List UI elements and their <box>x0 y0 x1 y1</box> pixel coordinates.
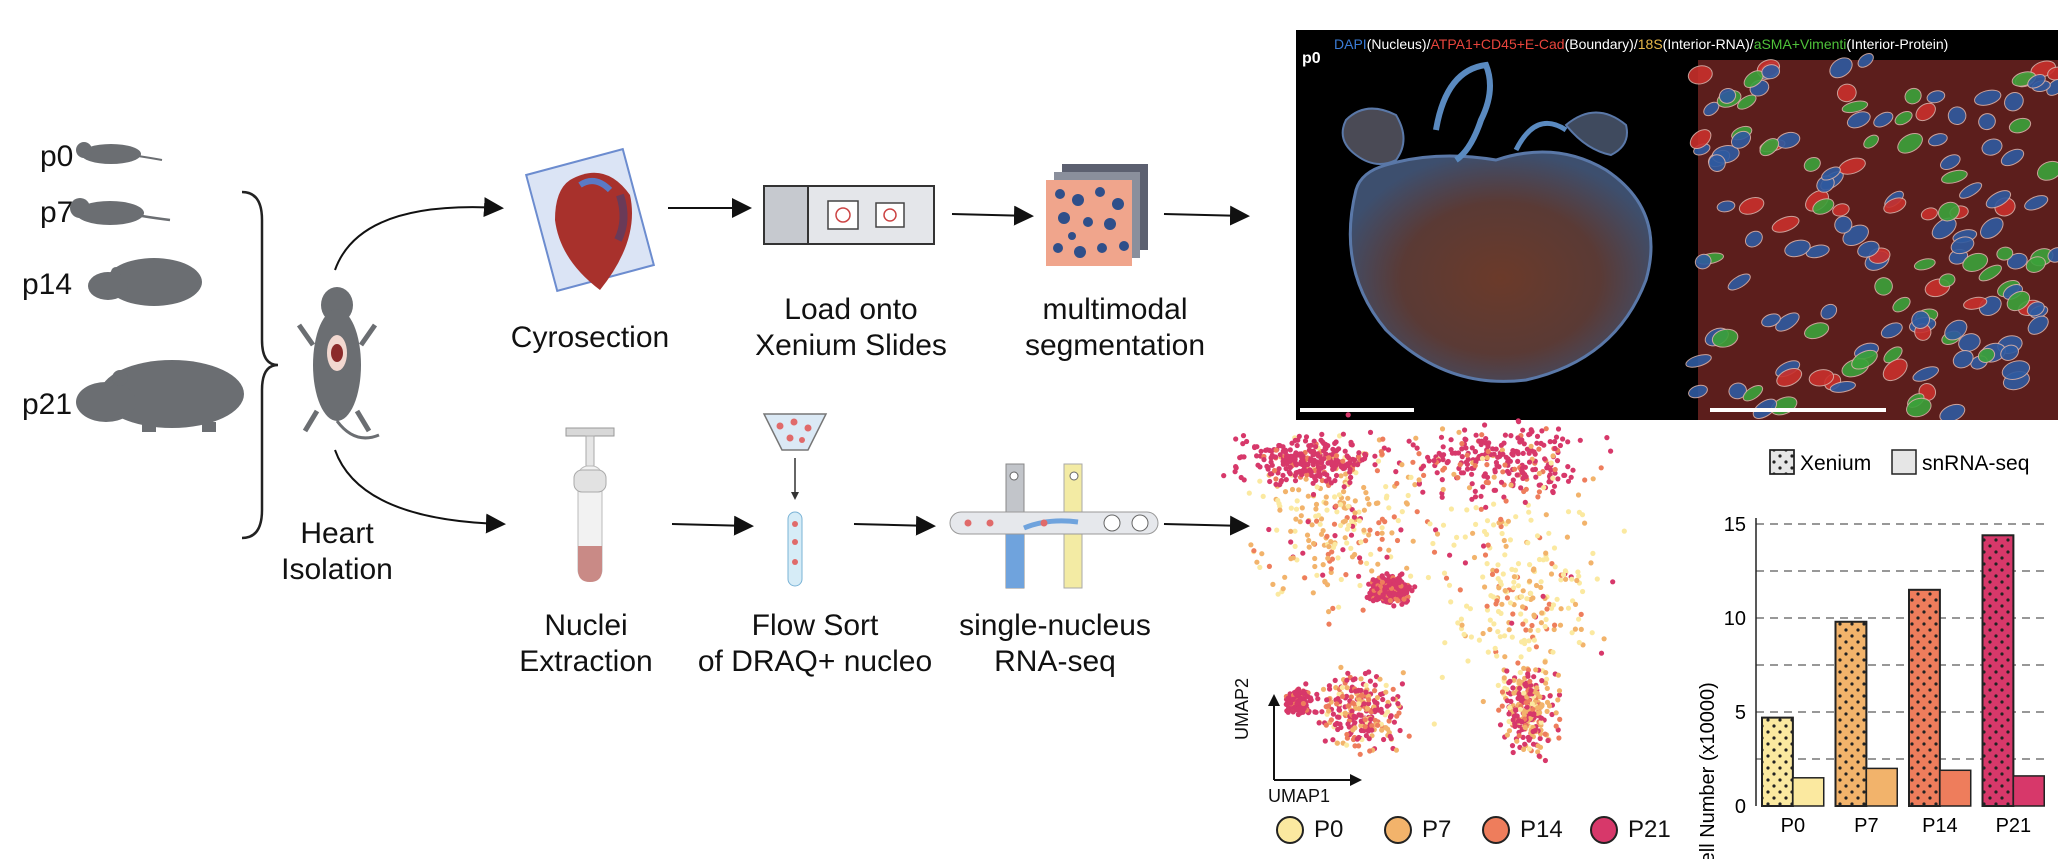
step-flow-sort-label: Flow Sort of DRAQ+ nucleo <box>690 608 940 680</box>
bar-pattern-p21 <box>1981 534 2015 807</box>
legend-swatch-snrna-seq <box>1891 449 1917 475</box>
bar-pattern-p0 <box>1761 716 1794 808</box>
age-label-p7: p7 <box>40 196 74 229</box>
step-load-xenium-label: Load onto Xenium Slides <box>746 292 956 364</box>
bar-snrna-seq-p14 <box>1939 769 1972 807</box>
umap-x-axis-label: UMAP1 <box>1268 786 1331 806</box>
step-cryosection-label: Cyrosection <box>500 320 680 356</box>
micrograph-caption: DAPI(Nucleus)/ATPA1+CD45+E-Cad(Boundary)… <box>1334 36 1948 52</box>
step-segmentation-label: multimodal segmentation <box>1010 292 1220 364</box>
x-tick-label: P14 <box>1922 815 1958 837</box>
bar-pattern-p14 <box>1908 588 1941 807</box>
step-flow-sort-line-2: of DRAQ+ nucleo <box>697 645 933 678</box>
umap-y-axis-label: UMAP2 <box>1232 677 1252 740</box>
step-snrnaseq-label: single-nucleus RNA-seq <box>950 608 1160 680</box>
bar-snrna-seq-p7 <box>1865 767 1898 807</box>
legend-swatch-p7 <box>1384 816 1412 844</box>
caption-part-2: ATPA1+CD45+E-Cad <box>1430 36 1565 52</box>
legend-label-p7: P7 <box>1422 816 1452 843</box>
mouse-p0-icon <box>76 142 163 164</box>
legend-label-p14: P14 <box>1520 816 1563 843</box>
micrograph-panel-label: p0 <box>1302 50 1321 67</box>
legend-swatch-p21 <box>1590 816 1618 844</box>
umap-legend-item-p0: P0 <box>1276 816 1343 844</box>
caption-part-1: (Nucleus)/ <box>1366 36 1431 52</box>
flow-sort-icon <box>762 413 828 587</box>
heart-isolation-line-2: Isolation <box>281 553 393 586</box>
step-snrnaseq-line-2: RNA-seq <box>994 645 1116 678</box>
legend-label-p0: P0 <box>1314 816 1344 843</box>
caption-part-4: 18S <box>1637 36 1663 52</box>
segmentation-stack-icon <box>1046 164 1148 266</box>
step-snrnaseq-line-1: single-nucleus <box>959 609 1151 642</box>
x-tick-label: P21 <box>1996 815 2032 837</box>
mouse-p7-icon <box>70 198 171 225</box>
mouse-p21-icon <box>76 360 244 432</box>
step-load-xenium-line-1: Load onto <box>784 293 918 326</box>
x-tick-label: P7 <box>1854 815 1878 837</box>
heart-isolation-label: Heart Isolation <box>272 516 402 588</box>
step-nuclei-extraction-label: Nuclei Extraction <box>496 608 676 680</box>
bar-snrna-seq-p21 <box>2012 775 2045 807</box>
mouse-p14-icon <box>88 258 202 306</box>
xenium-micrograph-panel: DAPI(Nucleus)/ATPA1+CD45+E-Cad(Boundary)… <box>1296 30 2058 420</box>
legend-label-p21: P21 <box>1628 816 1671 843</box>
caption-part-0: DAPI <box>1334 36 1367 52</box>
umap-legend-item-p14: P14 <box>1482 816 1563 844</box>
heart-isolation-line-1: Heart <box>300 517 374 550</box>
caption-part-5: (Interior-RNA)/ <box>1662 36 1754 52</box>
legend-label-xenium: Xenium <box>1800 452 1871 475</box>
umap-scatter-plot <box>1221 412 1627 786</box>
caption-part-6: aSMA+Vimenti <box>1753 36 1847 52</box>
step-flow-sort-line-1: Flow Sort <box>751 609 879 642</box>
age-label-p0: p0 <box>40 140 74 173</box>
legend-swatch-p14 <box>1482 816 1510 844</box>
bar-pattern-p7 <box>1834 620 1868 807</box>
legend-swatch-p0 <box>1276 816 1304 844</box>
caption-part-3: (Boundary)/ <box>1564 36 1638 52</box>
x-tick-label: P0 <box>1781 815 1805 837</box>
step-segmentation-line-2: segmentation <box>1024 329 1206 362</box>
legend-swatch-pattern <box>1769 449 1795 475</box>
bar-chart-y-axis-label: Cell Number (x10000) <box>1697 682 1719 859</box>
umap-legend-item-p7: P7 <box>1384 816 1451 844</box>
y-tick-label: 15 <box>1724 514 1746 536</box>
xenium-slide-icon <box>763 185 935 245</box>
y-tick-label: 5 <box>1735 702 1746 724</box>
tissue-overview-image <box>1300 61 1653 412</box>
grouping-brace <box>241 190 279 540</box>
tissue-zoom-image <box>1685 53 2058 420</box>
step-load-xenium-line-2: Xenium Slides <box>755 329 947 362</box>
umap-legend-item-p21: P21 <box>1590 816 1671 844</box>
step-nuclei-extraction-line-1: Nuclei <box>544 609 628 642</box>
legend-label-snrna-seq: snRNA-seq <box>1922 452 2029 475</box>
age-label-p14: p14 <box>22 268 73 301</box>
nuclei-extraction-tube-icon <box>565 427 615 582</box>
caption-part-7: (Interior-Protein) <box>1846 36 1949 52</box>
age-label-p21: p21 <box>22 388 73 421</box>
y-tick-label: 10 <box>1724 608 1746 630</box>
microfluidic-chip-icon <box>949 463 1159 589</box>
dissected-mouse-icon <box>296 287 380 440</box>
step-nuclei-extraction-line-2: Extraction <box>519 645 653 678</box>
step-segmentation-line-1: multimodal <box>1042 293 1188 326</box>
y-tick-label: 0 <box>1735 796 1746 818</box>
bar-snrna-seq-p0 <box>1792 777 1825 807</box>
step-cryosection-line-1: Cyrosection <box>510 321 670 354</box>
cryosection-heart-icon <box>524 147 656 293</box>
